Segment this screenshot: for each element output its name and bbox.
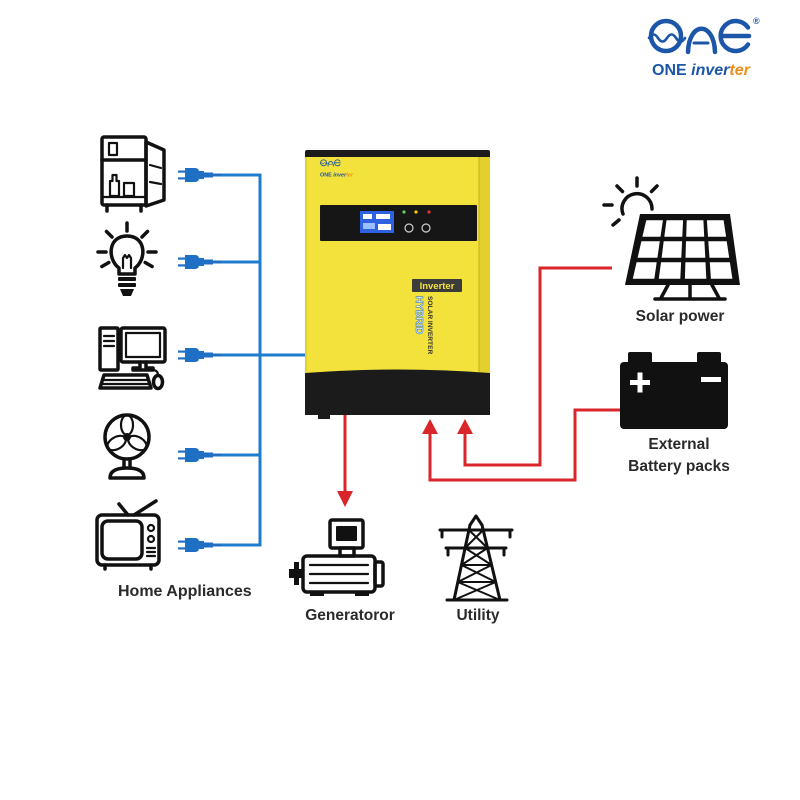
inverter-vertical-subtitle: SOLAR INVERTER [426,296,433,354]
brand-name: ONE inverter [652,62,751,79]
light-bulb-icon [96,221,158,296]
computer-icon [98,326,167,391]
arrowheads [337,419,473,507]
solar-cell [709,262,733,279]
inverter-brand-part3: ter [346,173,354,179]
generator-icon [289,518,385,596]
arrow-down-icon [337,491,353,507]
solar-cell [632,262,657,279]
plugs [178,168,221,552]
status-led [427,210,431,214]
inverter-brand-part2: inver [333,173,347,179]
fan-icon [103,413,151,480]
solar-cell [706,220,727,237]
generator-label: Generatoror [305,607,395,624]
hybrid-inverter-unit: ONE inverter Inverter HYBRID SOLAR INVER… [305,150,490,419]
ac-output-wiring [219,173,306,547]
utility-label: Utility [456,607,499,624]
panel-button [421,223,431,233]
inverter-brand-name: ONE inverter [320,173,354,179]
panel-button [404,223,414,233]
solar-wire [463,266,612,467]
solar-cell [708,241,730,258]
solar-cell [664,220,684,237]
brand-name-part1: ONE [652,62,687,79]
inverter-vertical-title: HYBRID [413,296,424,334]
tv-icon [95,499,161,571]
arrow-up-icon [457,419,473,434]
plug-icon [178,168,221,182]
inverter-tag-label: Inverter [420,281,455,292]
fridge-icon [100,135,166,213]
battery-wire [428,408,620,482]
status-led [414,210,418,214]
solar-cell [658,262,682,279]
plug-icon [178,448,221,462]
inverter-bottom-cover [305,369,490,415]
inverter-foot [318,413,330,419]
sun-icon [602,176,659,227]
inverter-side-panel [479,155,490,375]
control-panel [320,205,477,241]
registered-mark: ® [753,16,760,26]
solar-cell [686,220,705,237]
solar-panel-icon [625,214,740,301]
source-wiring [343,266,620,492]
solar-power-label: Solar power [636,308,725,325]
battery-icon [620,352,728,429]
inverter-top-cap [305,150,490,157]
transmission-tower-icon [438,514,514,602]
solar-cell [684,262,707,279]
plug-icon [178,348,221,362]
inverter-brand-logo: ONE inverter [319,159,354,179]
solar-cell [685,241,706,258]
home-appliances-label: Home Appliances [118,583,252,600]
brand-name-part2: inver [691,62,730,79]
arrow-up-icon [422,419,438,434]
battery-label-line2: Battery packs [628,458,730,475]
solar-cell-grid [632,220,733,279]
plug-icon [178,538,221,552]
inverter-body [305,155,490,375]
status-led [402,210,406,214]
inverter-tag [412,279,462,292]
brand-name-part3: ter [729,62,750,79]
brand-logo: ® ONE inverter [649,16,760,79]
solar-cell [661,241,683,258]
battery-label-line1: External [648,436,709,453]
inverter-brand-part1: ONE [320,173,332,179]
plug-icon [178,255,221,269]
solar-cell [642,220,663,237]
minus-terminal-icon [701,377,721,382]
brand-logo-mark-icon [649,21,749,52]
solar-cell [637,241,660,258]
